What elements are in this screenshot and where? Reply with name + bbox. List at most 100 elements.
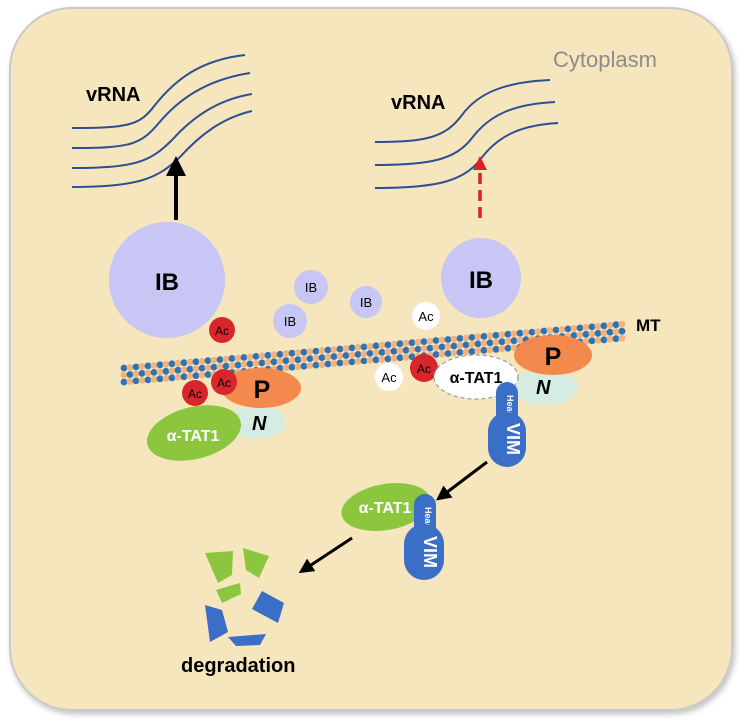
acetyl-group-red	[209, 317, 235, 343]
microtubule-subunit	[492, 338, 500, 346]
alpha-tat1-label-free: α-TAT1	[359, 500, 412, 517]
phosphoprotein-p-label-right: P	[545, 343, 562, 371]
microtubule-subunit	[180, 359, 188, 367]
microtubule-subunit	[354, 358, 362, 365]
inclusion-body-small	[350, 286, 382, 318]
microtubule-subunit	[126, 371, 134, 378]
microtubule-subunit	[612, 328, 620, 336]
microtubule-subunit	[612, 335, 620, 343]
microtubule-subunit	[204, 364, 212, 371]
microtubule-subunit	[594, 322, 602, 330]
microtubule-subunit	[582, 323, 590, 331]
microtubule-subunit	[138, 377, 146, 384]
microtubule-subunit	[228, 362, 236, 369]
microtubule-subunit	[324, 353, 332, 361]
microtubule-subunit	[438, 343, 446, 351]
microtubule-subunit	[132, 377, 140, 385]
vimentin-right: Head VIM	[488, 382, 526, 467]
inclusion-body-small-label: IB	[305, 280, 317, 295]
microtubule-subunit	[486, 332, 494, 340]
microtubule-subunit	[402, 339, 410, 347]
microtubule-subunit	[462, 348, 470, 356]
microtubule-subunit	[318, 354, 326, 361]
inclusion-body-small-label: IB	[360, 295, 372, 310]
microtubule-subunit	[456, 335, 464, 342]
microtubule-subunit	[420, 338, 428, 345]
vimentin-body-right	[488, 412, 526, 467]
microtubule-subunit	[204, 357, 212, 364]
microtubule-subunit	[300, 348, 308, 356]
microtubule-subunit	[552, 326, 560, 334]
vimentin-head-label-right: Head	[505, 395, 515, 417]
microtubule-subunit	[516, 329, 524, 337]
microtubule-subunit	[486, 339, 494, 347]
microtubule-subunit	[186, 372, 194, 380]
microtubule-subunit	[540, 327, 548, 335]
microtubule-subunit	[306, 348, 314, 355]
microtubule-subunit	[498, 345, 506, 353]
microtubule-subunit	[330, 353, 338, 360]
microtubule-subunit	[426, 337, 434, 345]
microtubule-subunit	[144, 369, 152, 377]
microtubule-subunit	[600, 322, 608, 330]
microtubule-subunit	[360, 350, 368, 358]
microtubule-subunit	[570, 332, 578, 339]
microtubule-subunit	[474, 333, 482, 341]
microtubule-subunit	[606, 335, 614, 343]
microtubule-subunit	[432, 344, 440, 351]
microtubule-subunit	[402, 353, 410, 361]
microtubule-subunit	[408, 339, 416, 347]
microtubule-subunit	[414, 345, 422, 353]
acetyl-label: Ac	[188, 387, 202, 401]
microtubule-subunit	[204, 371, 212, 378]
nucleoprotein-n-right	[513, 369, 577, 405]
microtubule-subunit	[342, 352, 350, 359]
microtubule-subunit	[378, 348, 386, 356]
microtubule-subunit	[444, 343, 452, 350]
microtubule-subunit	[576, 324, 584, 332]
microtubule-subunit	[120, 364, 128, 372]
microtubule-subunit	[348, 351, 356, 359]
microtubule-subunit	[306, 355, 314, 362]
microtubule-subunit	[366, 357, 374, 364]
acetyl-label: Ac	[215, 324, 229, 338]
microtubule-subunit	[228, 355, 236, 362]
microtubule-subunit	[264, 358, 272, 366]
microtubule-subunit	[546, 327, 554, 334]
microtubule-subunit	[366, 350, 374, 357]
microtubule-subunit	[444, 350, 452, 357]
microtubule-subunit	[384, 341, 392, 349]
microtubule-subunit	[306, 362, 314, 369]
microtubule-subunit	[450, 335, 458, 343]
microtubule-subunit	[312, 347, 320, 355]
microtubule-subunit	[150, 369, 158, 376]
microtubule-subunit	[384, 355, 392, 363]
inclusion-body-small	[294, 270, 328, 304]
acetyl-group-red	[182, 380, 208, 406]
microtubule-subunit	[318, 361, 326, 368]
microtubule-subunit	[222, 362, 230, 370]
microtubule-subunit	[582, 337, 590, 345]
microtubule-subunit	[534, 328, 542, 335]
microtubule-subunit	[270, 351, 278, 359]
microtubule-subunit	[210, 363, 218, 371]
alpha-tat1-right-inactive	[433, 354, 519, 400]
alpha-tat1-free	[341, 483, 431, 531]
microtubule-label: MT	[636, 316, 661, 335]
microtubule-subunit	[270, 358, 278, 366]
microtubule-subunit	[570, 325, 578, 332]
microtubule-subunit	[498, 331, 506, 339]
microtubule-subunit	[210, 356, 218, 364]
alpha-tat1-label-left: α-TAT1	[167, 428, 220, 445]
microtubule-subunit	[126, 364, 134, 371]
phosphoprotein-p-label-left: P	[254, 376, 271, 404]
microtubule-subunit	[240, 361, 248, 368]
microtubule-subunit	[528, 328, 536, 336]
microtubule-subunit	[594, 329, 602, 337]
microtubule-subunit	[294, 363, 302, 371]
inclusion-body-small	[273, 304, 307, 338]
microtubule-subunit	[234, 361, 242, 369]
microtubule-subunit	[282, 357, 290, 365]
